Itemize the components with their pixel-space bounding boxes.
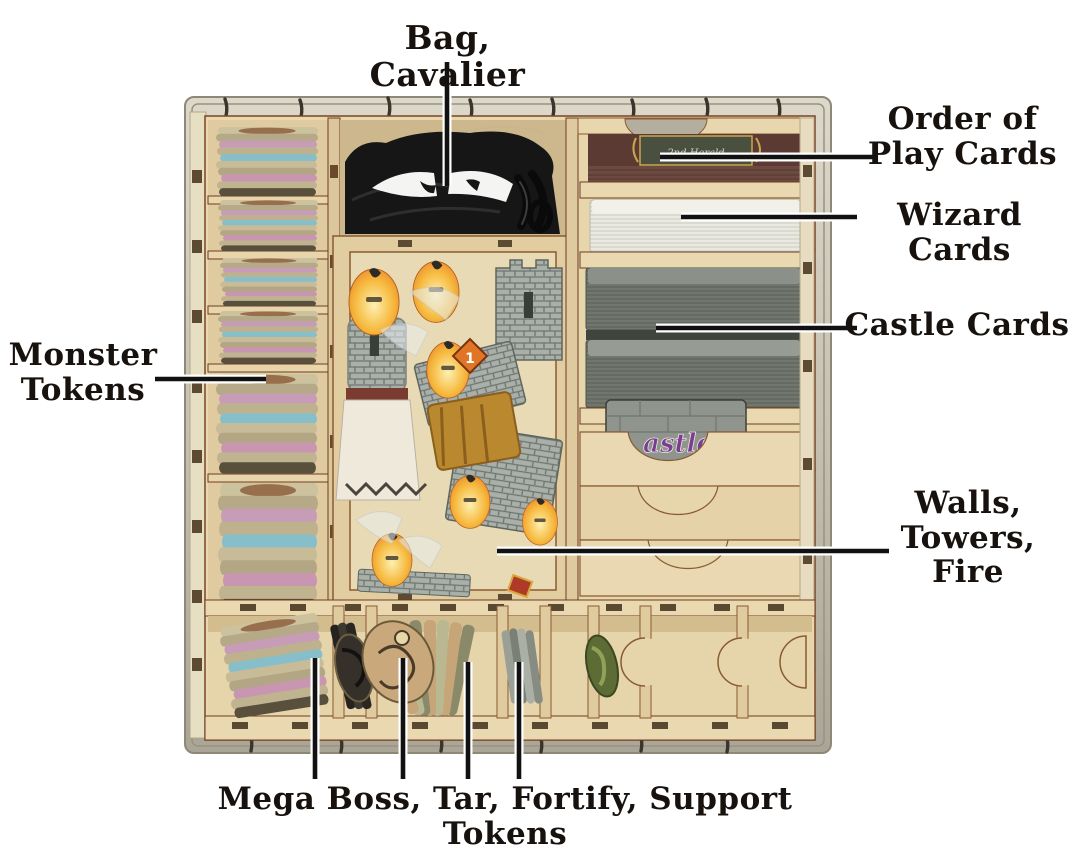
wizard-cards-stack bbox=[589, 199, 803, 253]
label-walls-towers-fire: Walls, Towers, Fire bbox=[878, 486, 1058, 590]
monster-bag bbox=[345, 131, 560, 234]
bag-angry-eyes-icon bbox=[372, 171, 513, 202]
mega-boss-tokens bbox=[330, 622, 374, 710]
bottom-token-row bbox=[204, 599, 816, 741]
label-order-of-play-cards: Order of Play Cards bbox=[855, 102, 1070, 171]
bag-compartment bbox=[340, 120, 572, 236]
callout-lines bbox=[155, 62, 889, 779]
label-walls-line3: Fire bbox=[932, 554, 1004, 591]
label-wizard-text: Wizard Cards bbox=[897, 197, 1022, 268]
label-wizard-cards: Wizard Cards bbox=[842, 197, 1077, 268]
left-lip-notches bbox=[192, 170, 202, 671]
well-divider bbox=[579, 251, 813, 269]
label-order-line1: Order of bbox=[887, 101, 1038, 137]
svg-text:1: 1 bbox=[465, 351, 475, 367]
castle-cards-stack bbox=[585, 267, 803, 409]
label-monster-line2: Tokens bbox=[20, 371, 146, 408]
label-monster-tokens: Monster Tokens bbox=[8, 338, 158, 407]
fortify-wall-gold-piece bbox=[426, 391, 522, 471]
support-token bbox=[584, 634, 620, 698]
well-divider bbox=[579, 181, 813, 199]
empty-card-wells bbox=[579, 431, 813, 597]
stone-tower-piece bbox=[495, 259, 563, 361]
card-wells-column: 2nd Herald astle bbox=[565, 117, 815, 605]
label-castle-text: Castle Cards bbox=[844, 307, 1070, 343]
label-monster-line1: Monster bbox=[8, 337, 158, 373]
label-bag-cavalier: Bag, Cavalier bbox=[330, 18, 565, 94]
monster-token-tray bbox=[207, 117, 341, 619]
label-mega-text: Mega Boss, Tar, Fortify, Support Tokens bbox=[217, 781, 793, 851]
label-mega-boss-tar-fortify-support: Mega Boss, Tar, Fortify, Support Tokens bbox=[185, 782, 825, 851]
right-wall-notches bbox=[803, 165, 812, 564]
point-token: 1 bbox=[451, 337, 534, 599]
label-castle-cards: Castle Cards bbox=[842, 308, 1072, 343]
floor-slots-bottom bbox=[232, 722, 788, 729]
label-walls-line1: Walls, bbox=[914, 485, 1022, 521]
frame-slots bbox=[398, 240, 512, 601]
label-order-line2: Play Cards bbox=[867, 135, 1058, 172]
divider-arc-cutouts bbox=[620, 635, 807, 689]
plastic-stand bbox=[355, 286, 461, 569]
bag-drawstring bbox=[514, 170, 553, 233]
label-bag-cavalier-text: Bag, Cavalier bbox=[369, 18, 526, 94]
label-walls-line2: Towers, bbox=[900, 519, 1036, 556]
floor-slots-top bbox=[240, 604, 784, 611]
walls-towers-fire-compartment: 1 bbox=[332, 235, 573, 605]
